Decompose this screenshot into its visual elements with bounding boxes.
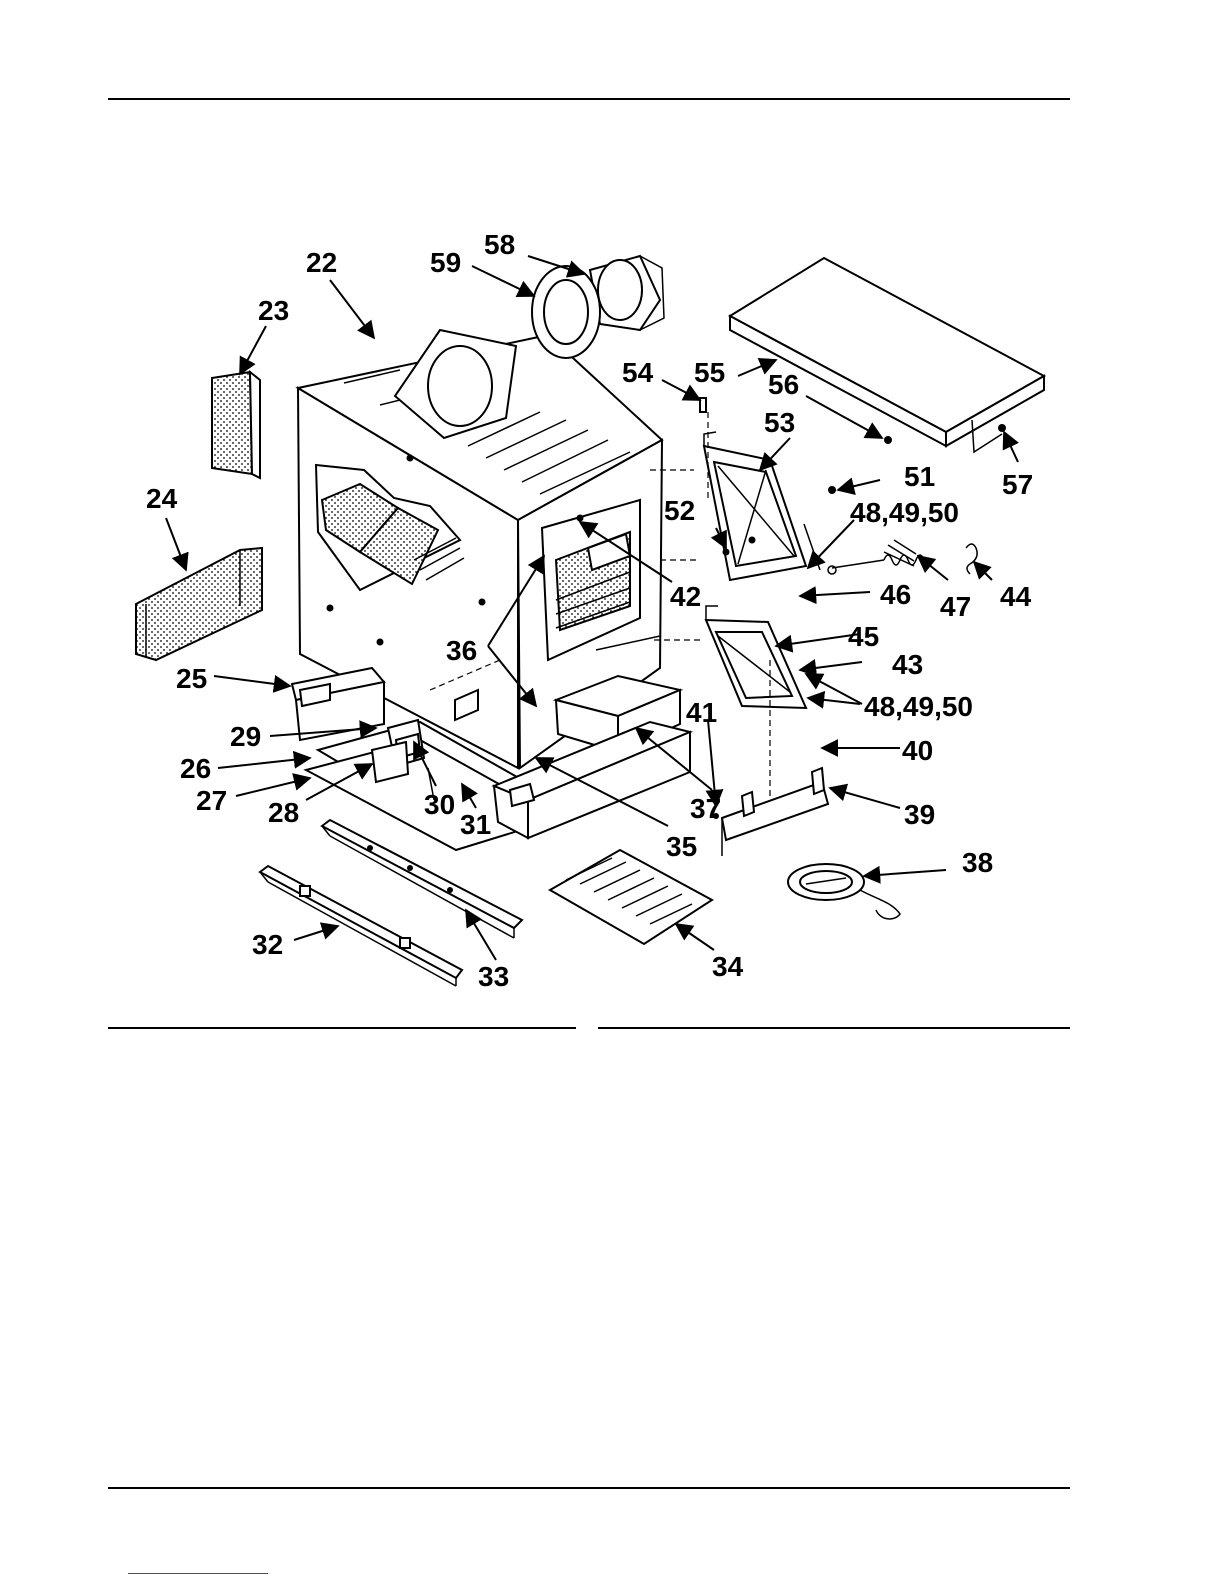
- callout-56: 56: [768, 369, 799, 400]
- callout-45: 45: [848, 621, 879, 652]
- callout-22: 22: [306, 247, 337, 278]
- callout-34: 34: [712, 951, 744, 982]
- part-34-grate: [550, 850, 712, 944]
- callout-57: 57: [1002, 469, 1033, 500]
- callout-48-49-50-upper: 48,49,50: [850, 497, 959, 528]
- callout-39: 39: [904, 799, 935, 830]
- callout-43: 43: [892, 649, 923, 680]
- callout-36: 36: [446, 635, 477, 666]
- callout-30: 30: [424, 789, 455, 820]
- callout-31: 31: [460, 809, 491, 840]
- callout-54: 54: [622, 357, 654, 388]
- callout-55: 55: [694, 357, 725, 388]
- part-58-flue-collar: [590, 256, 664, 330]
- callout-40: 40: [902, 735, 933, 766]
- part-24-insulation-brick: [136, 548, 262, 660]
- part-59-gasket: [532, 266, 600, 358]
- callout-37: 37: [690, 793, 721, 824]
- callout-47: 47: [940, 591, 971, 622]
- part-39-ash-lip: [722, 768, 828, 856]
- part-54-hinge-pin: [700, 398, 706, 412]
- callout-27: 27: [196, 785, 227, 816]
- callout-58: 58: [484, 229, 515, 260]
- callout-35: 35: [666, 831, 697, 862]
- callout-42: 42: [670, 581, 701, 612]
- callout-29: 29: [230, 721, 261, 752]
- callout-23: 23: [258, 295, 289, 326]
- part-44-hook: [966, 544, 977, 574]
- callout-59: 59: [430, 247, 461, 278]
- callout-48-49-50-lower: 48,49,50: [864, 691, 973, 722]
- callout-46: 46: [880, 579, 911, 610]
- part-47-spring-handle: [828, 540, 924, 574]
- callout-51: 51: [904, 461, 935, 492]
- callout-32: 32: [252, 929, 283, 960]
- part-23-insulation-panel: [212, 372, 260, 478]
- callout-52: 52: [664, 495, 695, 526]
- part-53-upper-door: [704, 432, 820, 580]
- callout-38: 38: [962, 847, 993, 878]
- callout-28: 28: [268, 797, 299, 828]
- callout-25: 25: [176, 663, 207, 694]
- callout-24: 24: [146, 483, 178, 514]
- part-38-handle-tool: [788, 864, 900, 919]
- callout-53: 53: [764, 407, 795, 438]
- callout-26: 26: [180, 753, 211, 784]
- callout-33: 33: [478, 961, 509, 992]
- part-43-lower-door: [706, 606, 806, 708]
- callout-44: 44: [1000, 581, 1032, 612]
- callout-41: 41: [686, 697, 717, 728]
